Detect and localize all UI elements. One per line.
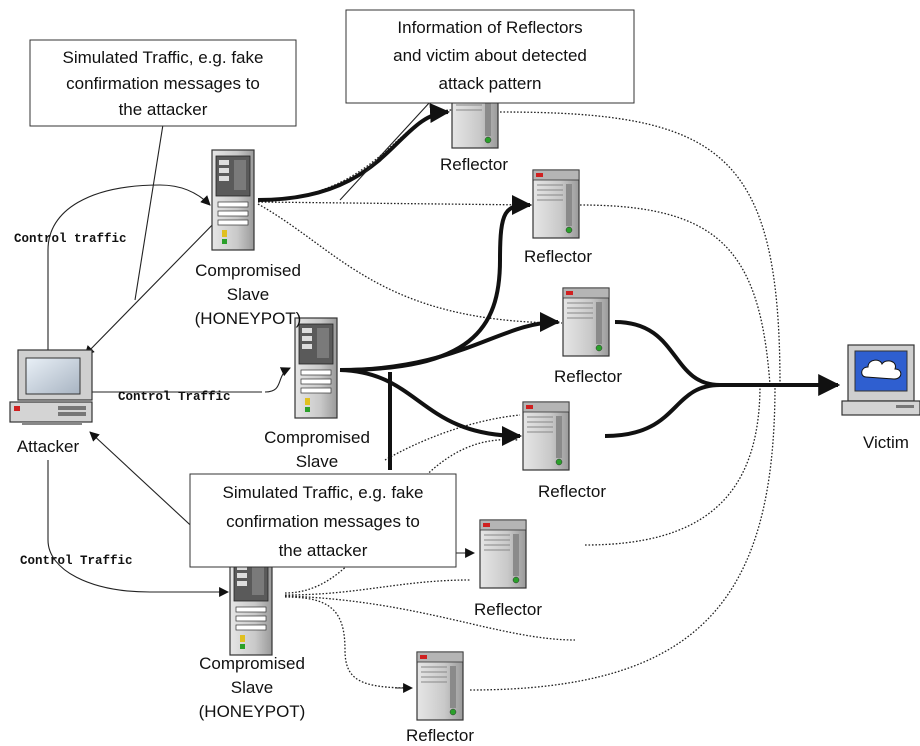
callout-bottom-line-3: the attacker: [279, 541, 368, 560]
control-label-bottom: Control Traffic: [20, 554, 133, 568]
thick-slave-mid-to-reflector-2: [339, 195, 532, 372]
sim-traffic-from-slave-top: [84, 214, 223, 356]
callout-top-left: [134, 111, 166, 301]
attacker-label: Attacker: [17, 437, 80, 456]
thick-slave-top-to-reflector-1: [257, 103, 450, 202]
control-to-slave-mid-arrow: [264, 367, 291, 393]
reflector-2-server-icon[interactable]: [532, 169, 580, 239]
slave-bottom-label-2: Slave: [231, 678, 274, 697]
link-reflector-1-to-victim: [499, 111, 820, 386]
thick-reflector-4-merge: [604, 383, 721, 438]
dotted-traffic-lines: [257, 109, 820, 691]
thick-reflector-3-merge: [614, 320, 721, 387]
reflector-3-server-icon[interactable]: [562, 287, 610, 357]
callout-bottom-line-1: Simulated Traffic, e.g. fake: [223, 483, 424, 502]
reflector-6-label: Reflector: [406, 726, 474, 745]
link-slave-bottom-to-reflector-5b: [284, 579, 471, 596]
reflector-2-label: Reflector: [524, 247, 592, 266]
callout-top-left-line-3: the attacker: [119, 100, 208, 119]
slave-top-label-3: (HONEYPOT): [195, 309, 302, 328]
link-reflector-6-to-victim: [469, 384, 776, 691]
reflector-1-label: Reflector: [440, 155, 508, 174]
callout-top-center-line-2: and victim about detected: [393, 46, 587, 65]
victim-label: Victim: [863, 433, 909, 452]
callout-box-bottom: Simulated Traffic, e.g. fake confirmatio…: [189, 473, 457, 568]
callout-bottom-line-2: confirmation messages to: [226, 512, 420, 531]
slave-top-label-1: Compromised: [195, 261, 301, 280]
slave-mid-server-icon[interactable]: [294, 317, 338, 419]
reflector-3-label: Reflector: [554, 367, 622, 386]
slave-top-label-2: Slave: [227, 285, 270, 304]
attacker-computer-icon[interactable]: [9, 349, 93, 425]
callout-box-top-center: Information of Reflectors and victim abo…: [345, 9, 635, 104]
slave-bottom-label-1: Compromised: [199, 654, 305, 673]
control-label-mid: Control Traffic: [118, 390, 231, 404]
callout-top-left-line-2: confirmation messages to: [66, 74, 260, 93]
slave-bottom-server-icon[interactable]: [229, 554, 273, 656]
thick-slave-mid-to-reflector-4: [339, 368, 522, 446]
control-to-slave-bottom: [47, 460, 229, 597]
link-reflector-2-to-victim: [579, 204, 771, 386]
callout-top-center-line-1: Information of Reflectors: [397, 18, 582, 37]
reflector-6-server-icon[interactable]: [416, 651, 464, 721]
slave-top-server-icon[interactable]: [211, 149, 255, 251]
callout-top-center: [339, 101, 431, 201]
callout-top-left-line-1: Simulated Traffic, e.g. fake: [63, 48, 264, 67]
slave-mid-label-1: Compromised: [264, 428, 370, 447]
link-slave-bottom-to-reflector-6: [284, 596, 413, 689]
reflector-5-server-icon[interactable]: [479, 519, 527, 589]
slave-mid-label-2: Slave: [296, 452, 339, 471]
link-mid-dotted: [384, 414, 521, 461]
callout-top-center-line-3: attack pattern: [438, 74, 541, 93]
reflector-5-label: Reflector: [474, 600, 542, 619]
reflector-4-server-icon[interactable]: [522, 401, 570, 471]
victim-computer-icon[interactable]: [841, 344, 920, 416]
attack-traffic-lines: [257, 103, 841, 693]
control-label-top: Control traffic: [14, 232, 127, 246]
thick-slave-mid-to-reflector-3: [339, 312, 560, 372]
link-slave-top-to-reflector-3: [257, 203, 563, 324]
reflector-4-label: Reflector: [538, 482, 606, 501]
link-reflector-5-to-victim: [584, 384, 761, 546]
callout-box-top-left: Simulated Traffic, e.g. fake confirmatio…: [29, 39, 297, 127]
slave-bottom-label-3: (HONEYPOT): [199, 702, 306, 721]
control-to-slave-top: [47, 184, 211, 355]
link-slave-top-to-reflector-2: [257, 201, 533, 206]
